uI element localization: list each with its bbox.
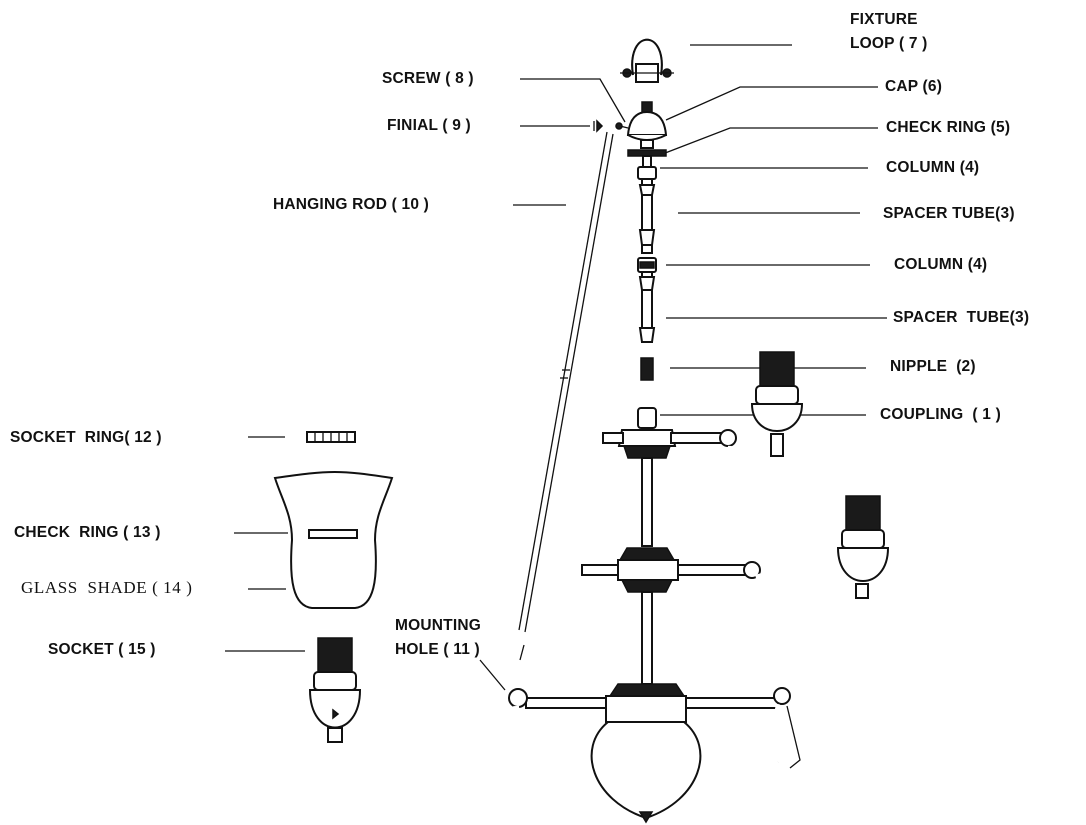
label-glass-shade: GLASS SHADE ( 14 ) — [21, 578, 193, 597]
label-socket: SOCKET ( 15 ) — [48, 641, 156, 658]
label-socket-ring: SOCKET RING( 12 ) — [10, 429, 162, 446]
label-finial: FINIAL ( 9 ) — [387, 117, 471, 134]
label-spacer-tube-mid: SPACER TUBE(3) — [893, 309, 1030, 326]
label-coupling: COUPLING ( 1 ) — [880, 406, 1001, 423]
label-hanging-rod: HANGING ROD ( 10 ) — [273, 196, 430, 213]
middle-socket-part — [836, 495, 890, 599]
leader-lines — [225, 44, 887, 691]
cap-part — [615, 101, 668, 149]
label-mounting-hole-line1: MOUNTING — [395, 617, 481, 634]
hanging-rod-part — [518, 131, 614, 633]
label-fixture-loop-line2: LOOP ( 7 ) — [850, 35, 928, 52]
upper-tier-part — [602, 407, 780, 547]
label-mounting-hole-line2: HOLE ( 11 ) — [395, 641, 480, 658]
upper-socket-part — [750, 351, 804, 457]
label-check-ring-13: CHECK RING ( 13 ) — [14, 524, 161, 541]
label-screw: SCREW ( 8 ) — [382, 70, 474, 87]
label-column-mid: COLUMN (4) — [894, 256, 988, 273]
check-ring-13-part — [308, 529, 358, 539]
socket-15-part — [308, 637, 362, 743]
label-column-top: COLUMN (4) — [886, 159, 980, 176]
fixture-loop-part — [620, 38, 674, 83]
label-nipple: NIPPLE (2) — [890, 358, 976, 375]
middle-tier-part — [581, 547, 864, 685]
label-cap: CAP (6) — [885, 78, 943, 95]
center-column-part — [637, 155, 657, 381]
label-check-ring-5: CHECK RING (5) — [886, 119, 1011, 136]
finial-part — [593, 119, 604, 133]
glass-shade-14-part — [273, 471, 394, 609]
label-spacer-tube-top: SPACER TUBE(3) — [883, 205, 1015, 222]
label-fixture-loop-line1: FIXTURE — [850, 11, 918, 28]
socket-ring-12-part — [306, 431, 356, 443]
bottom-tier-part — [331, 683, 801, 824]
